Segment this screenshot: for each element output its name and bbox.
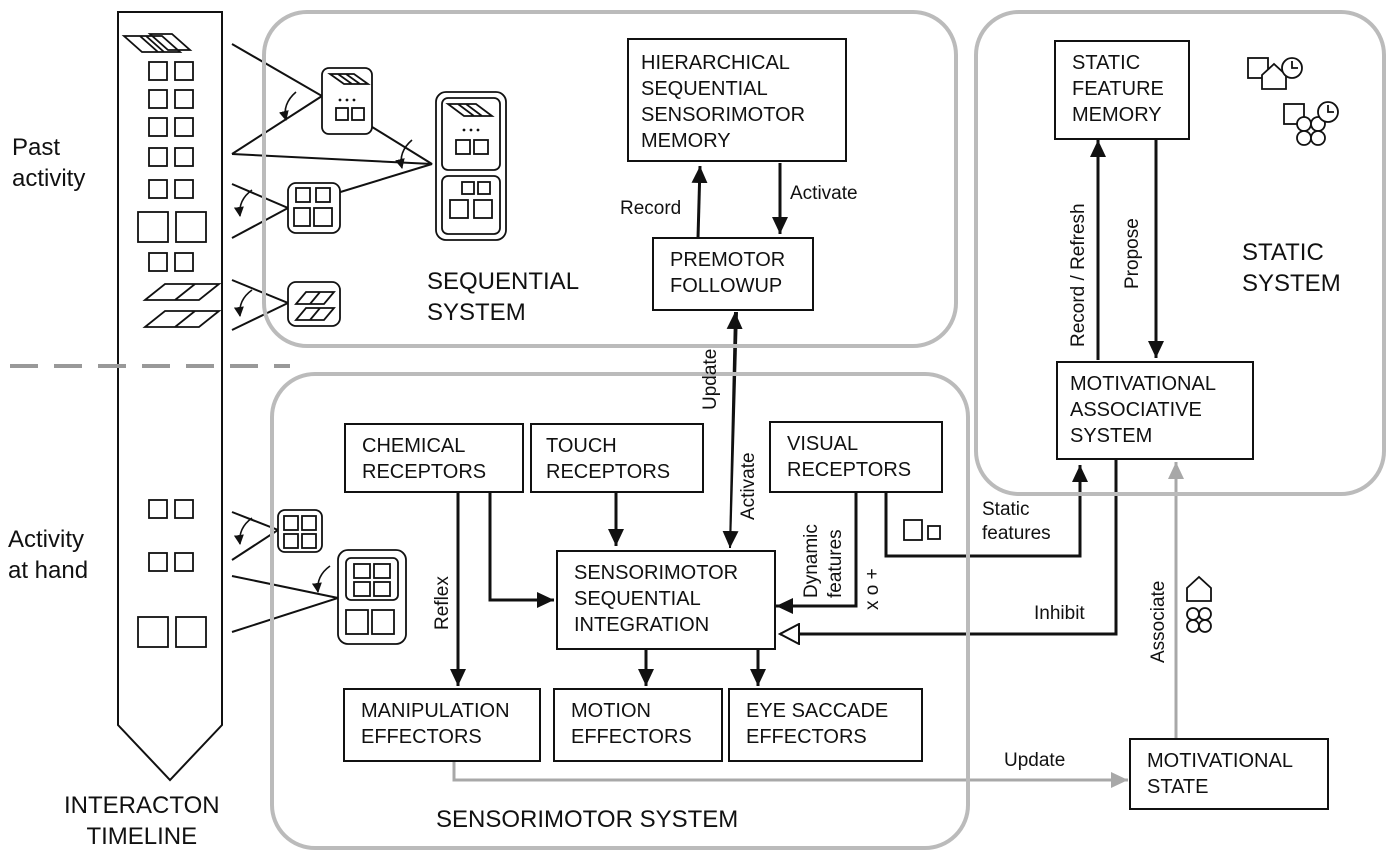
- static-system-label: STATIC SYSTEM: [1242, 239, 1341, 297]
- static-features-label: Static features: [982, 499, 1051, 544]
- motivational-state-box: MOTIVATIONAL STATE: [1129, 738, 1329, 810]
- dynamic-features-label: Dynamic features: [801, 524, 846, 598]
- chemical-receptors-box: CHEMICAL RECEPTORS: [344, 423, 524, 493]
- sensorimotor-system-region: [270, 372, 970, 850]
- sensorimotor-system-label: SENSORIMOTOR SYSTEM: [436, 806, 739, 833]
- timeline-column: [117, 11, 223, 782]
- interaction-timeline-label: INTERACTON TIMELINE: [64, 792, 220, 850]
- small-curved-arrows: [233, 91, 413, 593]
- eye-saccade-effectors-box: EYE SACCADE EFFECTORS: [728, 688, 923, 762]
- ellipsis-dots: [338, 98, 480, 132]
- record-label: Record: [620, 198, 682, 219]
- reflex-label: Reflex: [432, 576, 453, 630]
- associate-label: Associate: [1148, 580, 1169, 663]
- black-arrows: [450, 140, 1164, 686]
- static-system-region: [974, 10, 1386, 496]
- propose-label: Propose: [1122, 218, 1143, 289]
- sequential-system-region: [262, 10, 958, 348]
- motion-effectors-box: MOTION EFFECTORS: [553, 688, 723, 762]
- xo-plus-label: x o +: [862, 568, 883, 610]
- static-feature-memory-box: STATIC FEATURE MEMORY: [1054, 40, 1190, 140]
- static-feature-icons: [903, 57, 1339, 633]
- sequential-system-label: SEQUENTIAL SYSTEM: [427, 268, 580, 326]
- gray-arrows: [452, 462, 1184, 788]
- premotor-followup-box: PREMOTOR FOLLOWUP: [652, 237, 814, 311]
- inhibit-label: Inhibit: [1034, 603, 1085, 624]
- timeline-icons: [121, 33, 222, 648]
- motivational-associative-box: MOTIVATIONAL ASSOCIATIVE SYSTEM: [1056, 361, 1254, 460]
- activate-vertical-label: Activate: [738, 452, 759, 520]
- touch-receptors-box: TOUCH RECEPTORS: [530, 423, 704, 493]
- chunk-icons: [277, 67, 507, 645]
- manipulation-effectors-box: MANIPULATION EFFECTORS: [343, 688, 541, 762]
- activate-top-label: Activate: [790, 183, 858, 204]
- record-refresh-label: Record / Refresh: [1068, 203, 1089, 347]
- sensorimotor-integration-box: SENSORIMOTOR SEQUENTIAL INTEGRATION: [556, 550, 776, 650]
- update-vertical-label: Update: [700, 348, 721, 410]
- double-arrow-premotor: [722, 311, 743, 549]
- past-activity-label: Past activity: [12, 134, 86, 192]
- update-bottom-label: Update: [1004, 750, 1066, 771]
- visual-receptors-box: VISUAL RECEPTORS: [769, 421, 943, 493]
- activity-at-hand-label: Activity at hand: [8, 526, 89, 584]
- hierarchical-memory-box: HIERARCHICAL SEQUENTIAL SENSORIMOTOR MEM…: [627, 38, 847, 162]
